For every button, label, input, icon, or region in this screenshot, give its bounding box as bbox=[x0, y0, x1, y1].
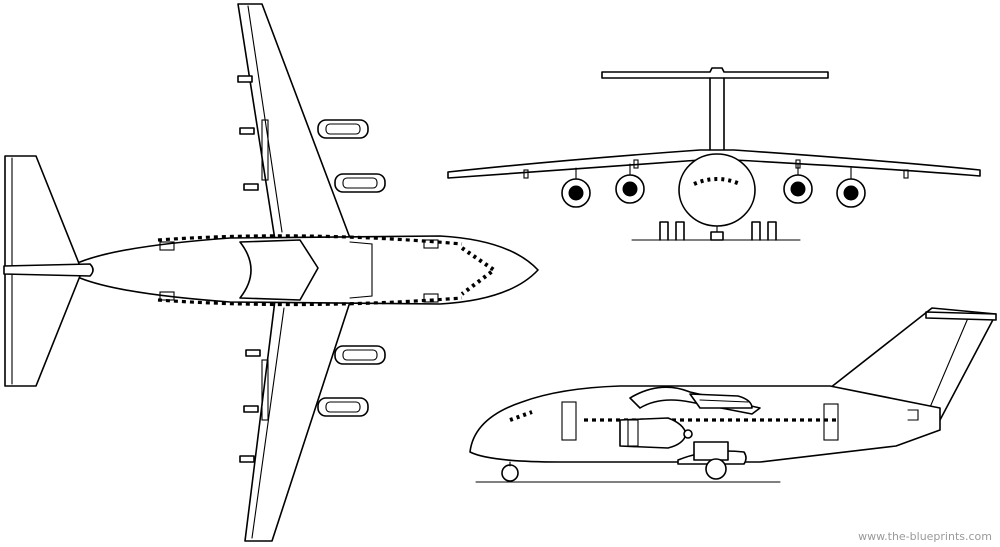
front-fin bbox=[709, 77, 725, 161]
plan-lower-wing bbox=[244, 299, 351, 542]
plan-door bbox=[159, 291, 175, 301]
plan-flap-fairings bbox=[237, 75, 269, 463]
plan-upper-wing-flap-line bbox=[247, 5, 283, 233]
plan-cockpit-windows bbox=[460, 246, 498, 296]
plan-door bbox=[159, 241, 175, 251]
plan-wing-root-fairing bbox=[239, 239, 319, 301]
plan-lower-wing-flap-line bbox=[251, 307, 285, 539]
side-gear-bay bbox=[693, 441, 729, 461]
side-engines bbox=[619, 393, 753, 449]
front-view bbox=[447, 67, 981, 241]
plan-window-row-top bbox=[157, 234, 463, 246]
plan-door bbox=[423, 293, 439, 303]
plan-door bbox=[423, 239, 439, 249]
side-main-wheel bbox=[705, 458, 727, 480]
plan-tailcone bbox=[3, 263, 94, 277]
side-tail-cone-detail bbox=[907, 409, 919, 421]
front-engines bbox=[561, 163, 866, 208]
side-view bbox=[469, 307, 997, 483]
front-flap-tracks bbox=[523, 159, 909, 179]
side-door bbox=[561, 401, 577, 441]
side-door bbox=[823, 403, 839, 441]
plan-centre-box bbox=[349, 241, 373, 299]
front-landing-gear bbox=[631, 221, 801, 241]
side-nose-wheel bbox=[501, 464, 519, 482]
side-fuselage bbox=[469, 385, 941, 463]
front-fuselage bbox=[678, 153, 756, 227]
plan-engine-pods bbox=[317, 119, 386, 417]
side-tailplane-tip bbox=[925, 311, 997, 321]
plan-view bbox=[3, 3, 539, 542]
side-rudder-line bbox=[927, 317, 969, 413]
front-cockpit-windows bbox=[693, 177, 741, 186]
watermark-text: www.the-blueprints.com bbox=[858, 530, 992, 543]
plan-window-row-bottom bbox=[157, 296, 463, 307]
